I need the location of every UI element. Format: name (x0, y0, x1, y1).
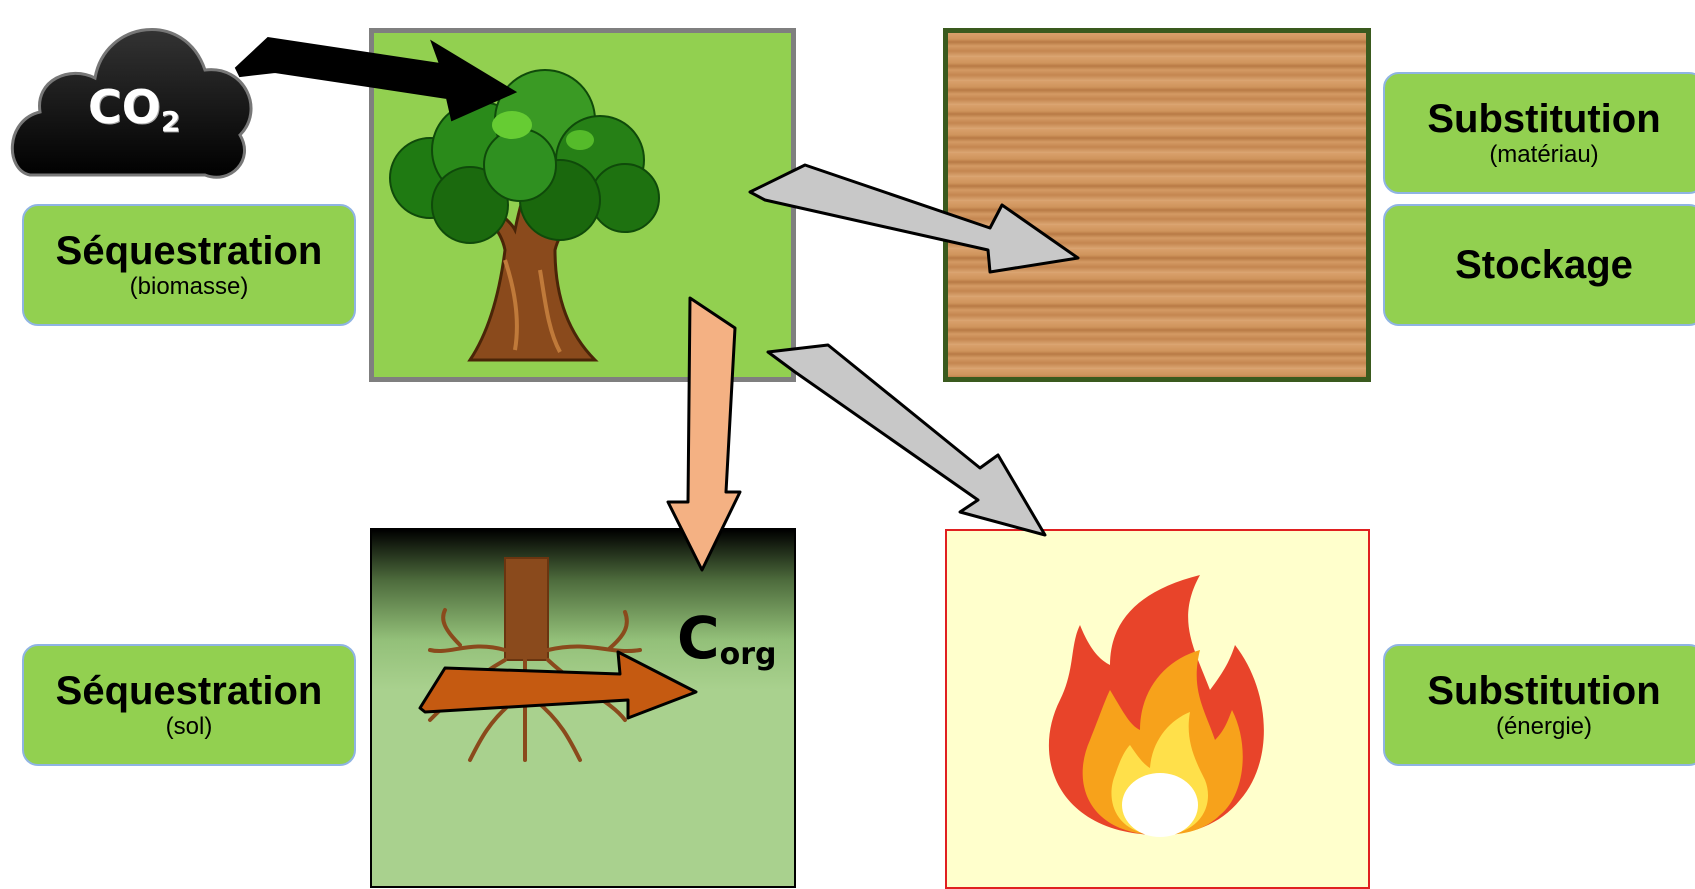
label-title: Stockage (1455, 243, 1633, 287)
label-title: Séquestration (55, 669, 323, 713)
label-sub: (sol) (165, 713, 213, 740)
label-title: Séquestration (55, 229, 323, 273)
label-substitution-energie: Substitution (énergie) (1383, 644, 1695, 766)
label-sub: (biomasse) (129, 273, 249, 300)
label-title: Substitution (1427, 97, 1661, 141)
label-sub: (matériau) (1489, 141, 1599, 168)
label-sub: (énergie) (1495, 713, 1593, 740)
roots-icon (428, 557, 642, 762)
label-sequestration-biomasse: Séquestration (biomasse) (22, 204, 356, 326)
flame-icon (1048, 575, 1264, 837)
co2-sub: 2 (160, 105, 181, 138)
co2-main: CO (88, 80, 161, 134)
label-substitution-materiau: Substitution (matériau) (1383, 72, 1695, 194)
tree-icon (389, 69, 660, 362)
corg-label: Corg (677, 604, 776, 672)
wood-panel (943, 28, 1371, 382)
arrow-tree-to-soil (666, 296, 742, 572)
co2-label: CO2 (88, 80, 180, 138)
arrow-tree-to-wood (748, 163, 1080, 274)
arrow-tree-to-fire (766, 343, 1047, 537)
label-stockage: Stockage (1383, 204, 1695, 326)
label-title: Substitution (1427, 669, 1661, 713)
corg-main: C (677, 604, 720, 672)
corg-sub: org (719, 637, 777, 672)
arrow-roots-to-corg (418, 650, 698, 720)
label-sequestration-sol: Séquestration (sol) (22, 644, 356, 766)
arrow-co2-to-tree (234, 36, 518, 122)
